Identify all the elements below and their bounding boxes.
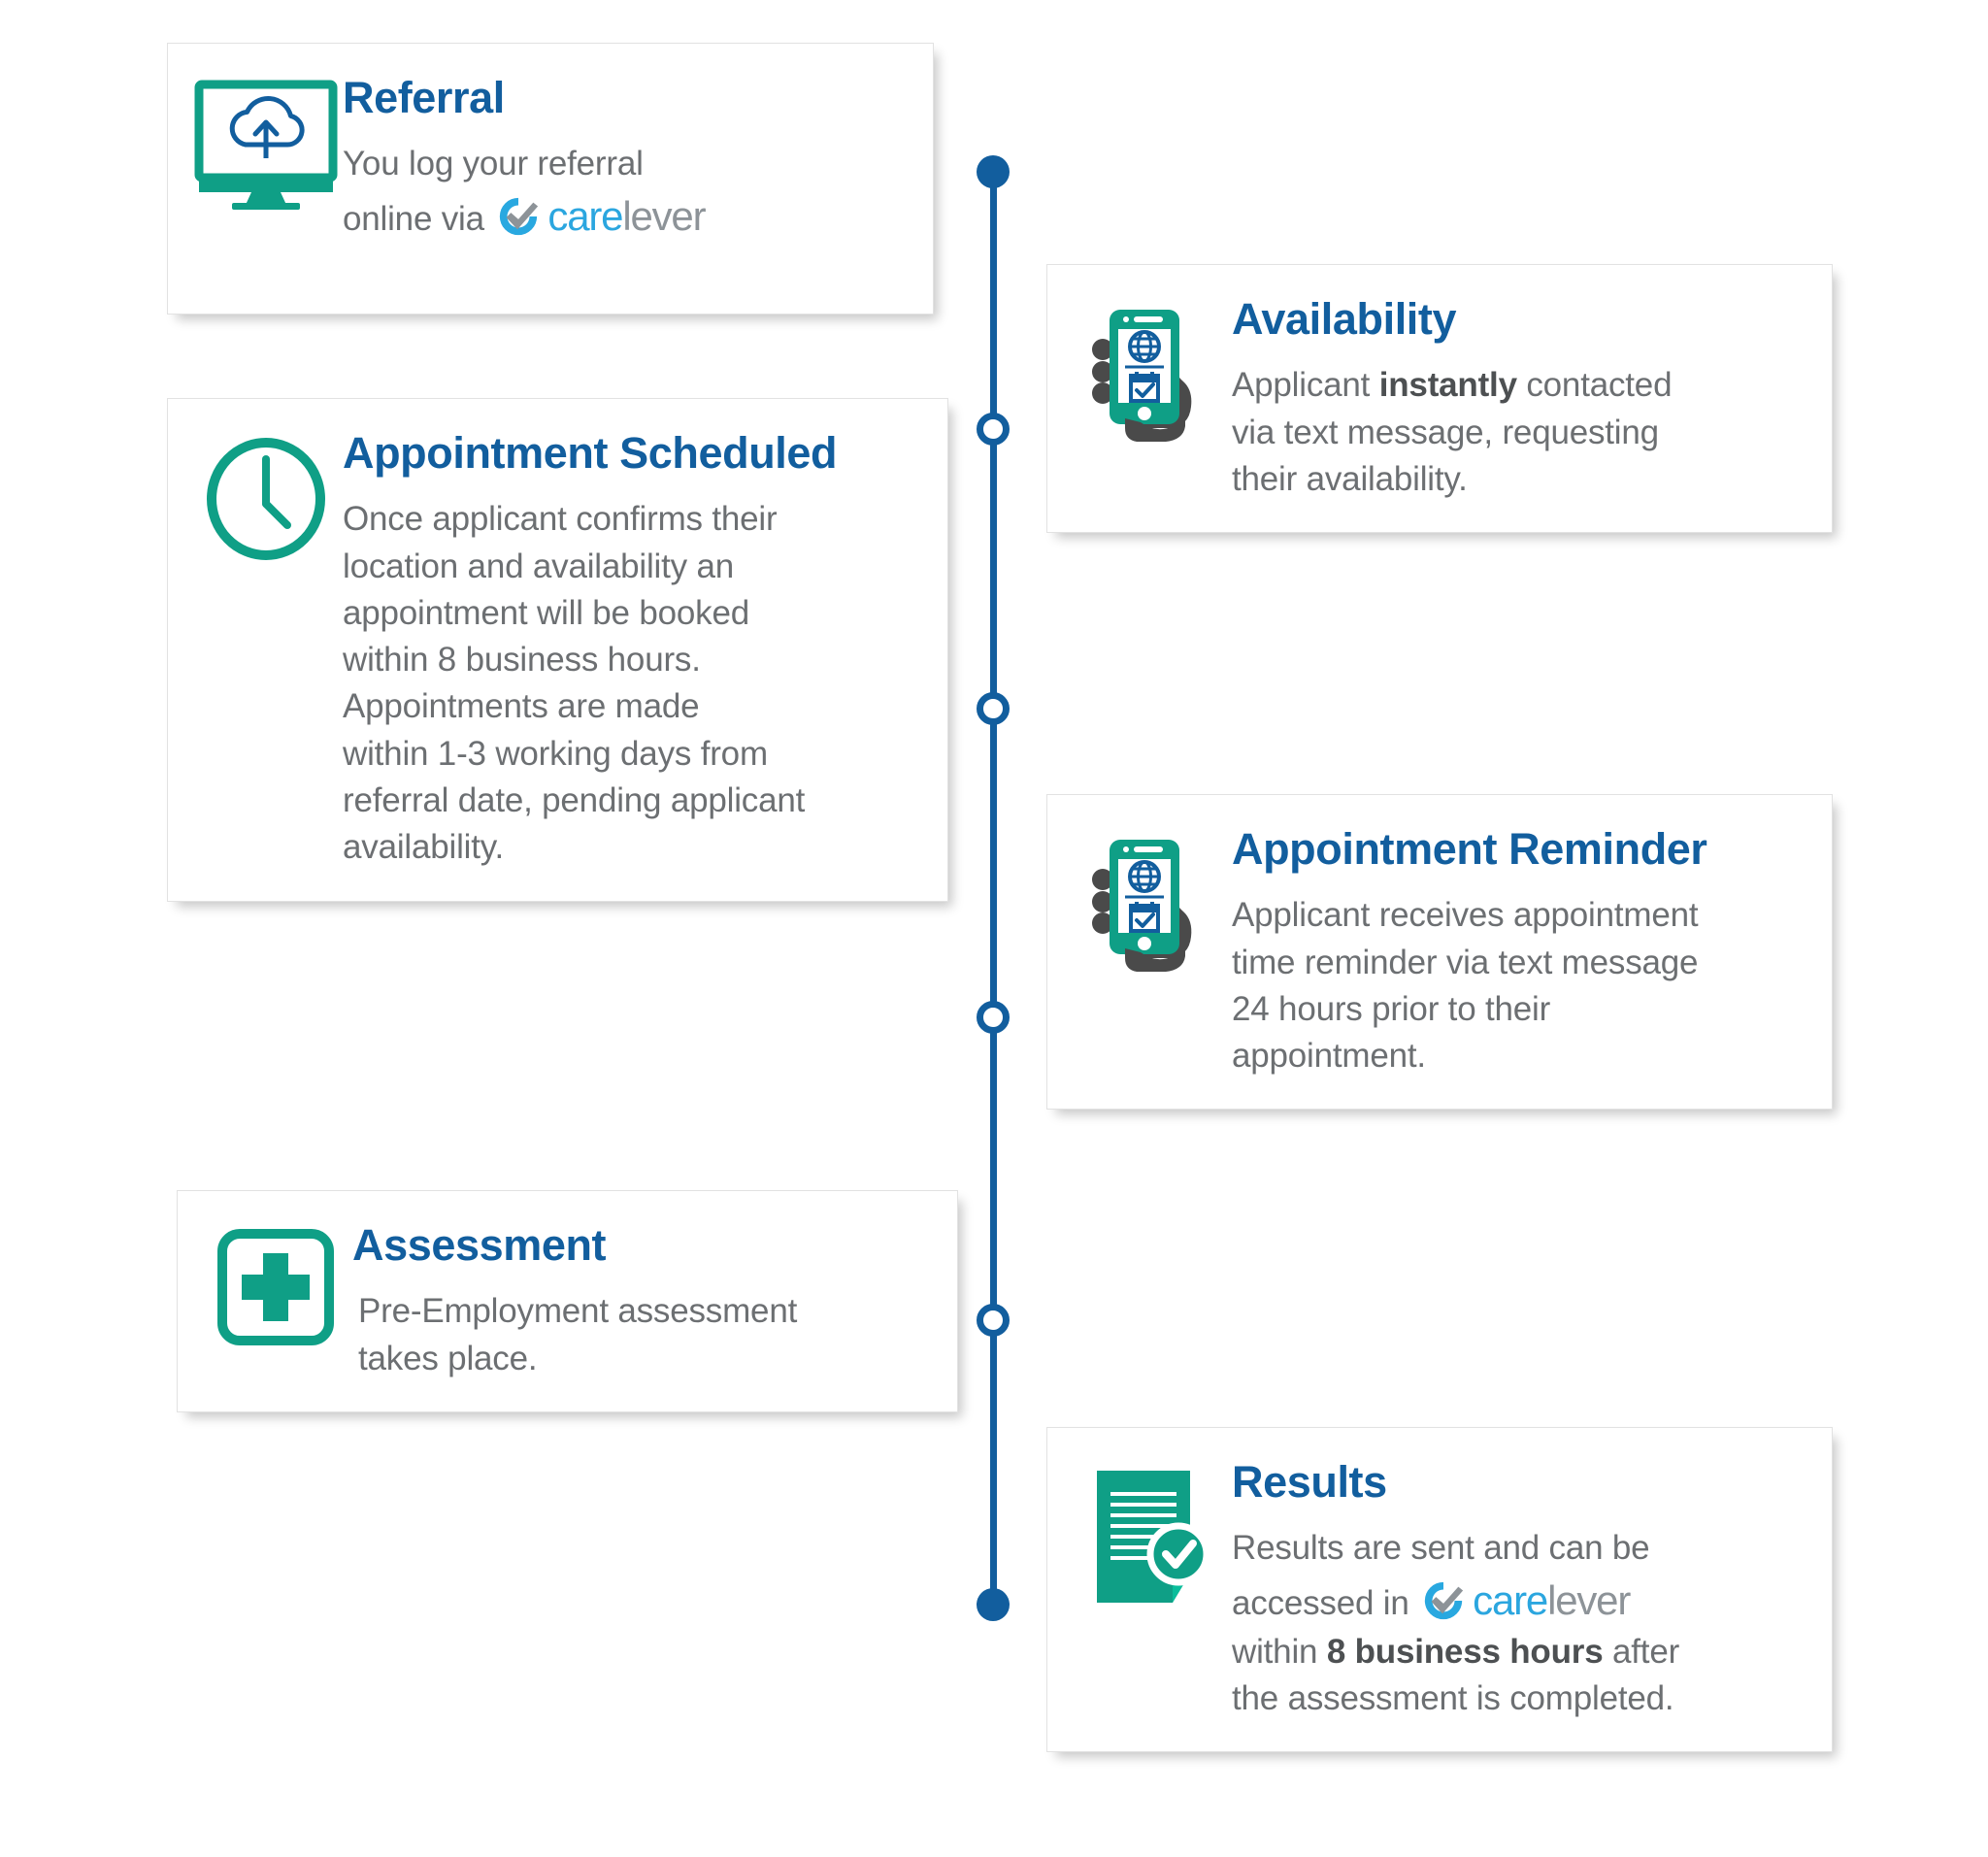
card-referral-line-2: online via carelever — [343, 188, 908, 245]
card-referral-body: Referral You log your referral online vi… — [339, 71, 908, 284]
document-check-icon — [1097, 1471, 1210, 1603]
card-results-line-2-prefix: accessed in — [1232, 1583, 1409, 1622]
card-results-icon-wrap — [1073, 1455, 1228, 1722]
carelever-logo: carelever — [1421, 1573, 1631, 1629]
card-availability-line-3: their availability. — [1232, 459, 1468, 498]
carelever-text: carelever — [1473, 1573, 1631, 1629]
card-availability-line-1-prefix: Applicant — [1232, 366, 1379, 405]
card-appointment-reminder-title-line-1: Appointment — [1232, 824, 1498, 874]
card-appointment-scheduled-body: Appointment Scheduled Once applicant con… — [339, 426, 922, 872]
hand-holding-phone-icon — [1092, 310, 1192, 442]
timeline-spine — [977, 155, 1010, 1621]
card-appointment-reminder-text: Applicant receives appointment time remi… — [1232, 892, 1806, 1079]
card-appointment-scheduled-line-3: appointment will be booked — [343, 593, 749, 632]
card-appointment-reminder-body: Appointment Reminder Applicant receives … — [1228, 822, 1806, 1079]
card-referral-icon-wrap — [193, 71, 339, 284]
card-appointment-scheduled-title: Appointment Scheduled — [343, 426, 922, 481]
card-appointment-scheduled-line-4: within 8 business hours. — [343, 641, 701, 680]
card-availability-line-1-suffix: contacted — [1516, 366, 1673, 405]
timeline-node-results — [977, 1588, 1010, 1621]
carelever-care: care — [1473, 1576, 1548, 1623]
card-assessment-body: Assessment Pre-Employment assessment tak… — [348, 1218, 932, 1382]
monitor-cloud-upload-icon — [194, 80, 338, 210]
card-assessment-line-1: Pre-Employment assessment — [358, 1292, 798, 1331]
card-assessment-line-2: takes place. — [358, 1339, 538, 1377]
card-results-title: Results — [1232, 1457, 1387, 1507]
timeline-node-appointment-reminder — [977, 1001, 1010, 1034]
card-results[interactable]: Results Results are sent and can be acce… — [1046, 1427, 1833, 1753]
card-appointment-scheduled-line-6: within 1-3 working days from — [343, 734, 768, 773]
card-referral-text: You log your referral online via carelev… — [343, 141, 908, 244]
card-appointment-reminder-line-3: 24 hours prior to their — [1232, 989, 1551, 1028]
card-appointment-scheduled-line-7: referral date, pending applicant — [343, 781, 806, 820]
timeline-node-assessment — [977, 1304, 1010, 1337]
card-assessment-title: Assessment — [352, 1220, 607, 1270]
card-appointment-scheduled-line-1: Once applicant confirms their — [343, 500, 778, 539]
card-availability[interactable]: Availability Applicant instantly contact… — [1046, 264, 1833, 534]
card-appointment-scheduled-title-line-1: Appointment — [343, 428, 609, 478]
card-appointment-scheduled-line-8: availability. — [343, 828, 504, 867]
card-assessment[interactable]: Assessment Pre-Employment assessment tak… — [177, 1190, 958, 1412]
carelever-logo: carelever — [496, 188, 707, 245]
card-appointment-reminder-line-4: appointment. — [1232, 1037, 1426, 1076]
carelever-lever: lever — [1547, 1576, 1631, 1623]
clock-icon — [207, 438, 325, 560]
card-availability-title: Availability — [1232, 294, 1457, 344]
card-appointment-scheduled-text: Once applicant confirms their location a… — [343, 496, 922, 871]
timeline-node-referral — [977, 155, 1010, 188]
card-availability-body: Availability Applicant instantly contact… — [1228, 292, 1806, 503]
card-assessment-icon-wrap — [203, 1218, 348, 1382]
card-appointment-reminder[interactable]: Appointment Reminder Applicant receives … — [1046, 794, 1833, 1111]
card-referral[interactable]: Referral You log your referral online vi… — [167, 43, 934, 315]
card-appointment-reminder-title-line-2: Reminder — [1508, 824, 1707, 874]
timeline-line — [990, 167, 997, 1609]
carelever-care: care — [547, 192, 623, 239]
carelever-text: carelever — [547, 188, 706, 245]
card-appointment-reminder-icon-wrap — [1073, 822, 1228, 1079]
hand-holding-phone-icon — [1092, 840, 1192, 972]
card-results-line-4: the assessment is completed. — [1232, 1678, 1674, 1717]
card-appointment-scheduled-icon-wrap — [193, 426, 339, 872]
card-results-line-3: within 8 business hours after — [1232, 1629, 1806, 1675]
timeline-node-appointment-scheduled — [977, 692, 1010, 725]
card-availability-icon-wrap — [1073, 292, 1228, 503]
card-results-line-3-prefix: within — [1232, 1632, 1327, 1671]
card-appointment-scheduled-line-2: location and availability an — [343, 547, 735, 585]
card-results-line-1: Results are sent and can be — [1232, 1529, 1650, 1568]
card-referral-line-1: You log your referral — [343, 145, 644, 183]
card-appointment-reminder-line-1: Applicant receives appointment — [1232, 896, 1699, 935]
card-availability-line-1: Applicant instantly contacted — [1232, 362, 1806, 409]
card-referral-title: Referral — [343, 73, 505, 122]
card-appointment-scheduled-title-line-2: Scheduled — [619, 428, 838, 478]
card-availability-line-1-emphasis: instantly — [1378, 366, 1517, 405]
medical-cross-icon — [217, 1229, 334, 1345]
card-appointment-reminder-title: Appointment Reminder — [1232, 822, 1806, 877]
card-results-line-3-suffix: after — [1603, 1632, 1680, 1671]
card-availability-text: Applicant instantly contacted via text m… — [1232, 362, 1806, 503]
card-referral-line-2-prefix: online via — [343, 199, 484, 238]
card-appointment-reminder-line-2: time reminder via text message — [1232, 943, 1699, 981]
card-availability-line-2: via text message, requesting — [1232, 413, 1659, 451]
card-results-body: Results Results are sent and can be acce… — [1228, 1455, 1806, 1722]
carelever-mark-icon — [1425, 1581, 1464, 1619]
carelever-mark-icon — [500, 197, 539, 235]
card-results-line-3-emphasis: 8 business hours — [1326, 1632, 1604, 1671]
timeline-node-availability — [977, 413, 1010, 446]
card-results-line-2: accessed in carelever — [1232, 1573, 1806, 1629]
card-appointment-scheduled[interactable]: Appointment Scheduled Once applicant con… — [167, 398, 948, 902]
card-appointment-scheduled-line-5: Appointments are made — [343, 687, 700, 726]
card-results-text: Results are sent and can be accessed in … — [1232, 1525, 1806, 1722]
card-assessment-text: Pre-Employment assessment takes place. — [352, 1288, 932, 1382]
carelever-lever: lever — [622, 192, 706, 239]
